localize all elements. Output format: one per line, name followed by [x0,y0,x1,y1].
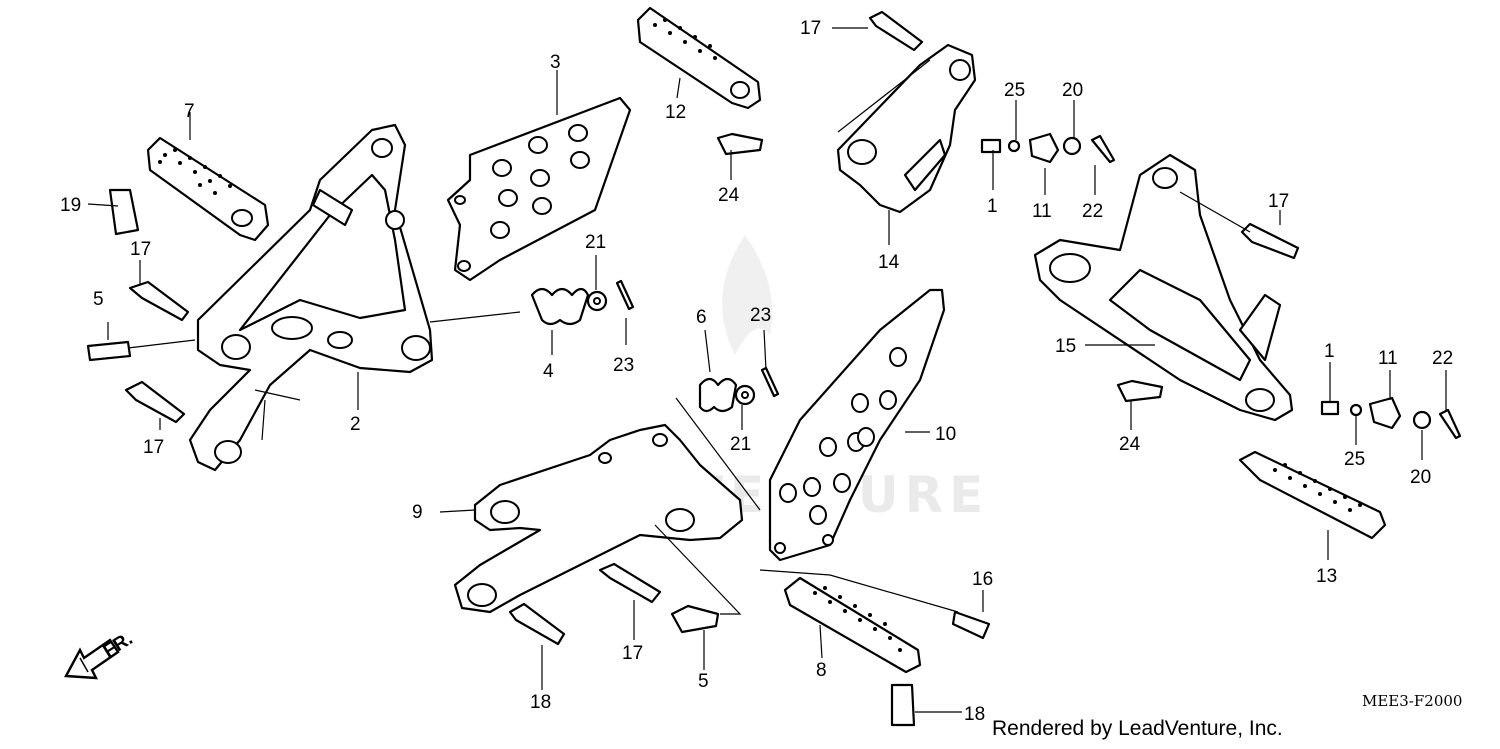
callout-18: 18 [964,704,985,725]
callout-9: 9 [412,502,423,523]
callout-23: 23 [613,355,634,376]
part-10-heel-guard [768,288,946,562]
callout-17: 17 [622,643,643,664]
part-7-footpeg [146,136,270,242]
leader-lines [87,27,1447,713]
part-2-step-holder-bracket [188,123,434,472]
callout-15: 15 [1055,336,1076,357]
callout-19: 19 [60,195,81,216]
callout-17: 17 [130,239,151,260]
callout-17: 18 [530,692,551,713]
callout-2: 2 [350,414,361,435]
callout-22: 22 [1432,348,1453,369]
callout-11: 11 [1378,348,1398,369]
callout-5: 5 [93,289,104,310]
part-3-heel-guard [446,96,632,282]
part-12-footpeg [636,6,762,110]
callout-13: 13 [1316,566,1337,587]
callout-23: 23 [750,305,771,326]
callout-8: 8 [816,660,827,681]
part-14-bracket [836,43,977,214]
callout-7: 7 [184,101,195,122]
callout-20: 20 [1410,467,1431,488]
callout-10: 10 [935,424,956,445]
callout-17: 17 [800,18,821,39]
callout-5: 5 [698,671,709,692]
part-13-footpeg [1238,450,1387,540]
front-direction-arrow-icon: FR. [64,628,137,680]
part-9-bracket [453,423,744,614]
hardware [86,10,1462,727]
callout-25: 25 [1344,449,1365,470]
credit-text: Rendered by LeadVenture, Inc. [992,717,1283,740]
callouts: 7 19 17 5 17 2 3 4 21 23 12 24 17 14 1 2… [60,18,1453,725]
callout-25: 25 [1004,80,1025,101]
callout-6: 6 [696,307,707,328]
diagram-code: MEE3-F2000 [1362,692,1463,710]
callout-1: 1 [987,196,998,217]
part-8-footpeg [783,576,922,674]
callout-4: 4 [543,361,554,382]
callout-22: 22 [1082,201,1103,222]
callout-17: 17 [1268,191,1289,212]
callout-17: 17 [143,437,164,458]
callout-24: 24 [718,185,740,206]
callout-21: 21 [585,232,606,253]
callout-24: 24 [1119,434,1141,455]
callout-12: 12 [665,102,686,123]
callout-16: 16 [972,569,993,590]
callout-11: 11 [1032,201,1052,222]
part-15-bracket [1033,153,1294,422]
callout-3: 3 [550,52,561,73]
callout-14: 14 [878,252,900,273]
callout-20: 20 [1062,80,1083,101]
callout-1: 1 [1324,341,1335,362]
callout-21: 21 [730,434,751,455]
